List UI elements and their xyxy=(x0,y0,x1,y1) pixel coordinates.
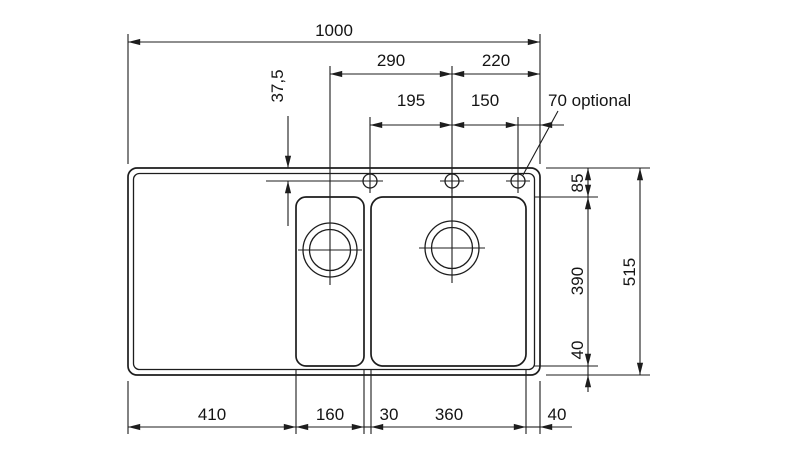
dim-195: 195 xyxy=(369,91,452,174)
dim-390-label: 390 xyxy=(568,267,587,295)
dim-160-label: 160 xyxy=(316,405,344,424)
dim-150-label: 150 xyxy=(471,91,499,110)
dim-85-label: 85 xyxy=(568,174,587,193)
dim-360-label: 360 xyxy=(435,405,463,424)
dim-40-bottom-label: 40 xyxy=(548,405,567,424)
dim-290: 290 xyxy=(330,51,452,78)
dim-70-optional-label: 70 optional xyxy=(548,91,631,110)
sink-outer-edge xyxy=(127,167,541,376)
dim-37-5-label: 37,5 xyxy=(268,69,287,102)
dim-410-label: 410 xyxy=(198,405,226,424)
dim-bottom: 410 160 30 360 40 xyxy=(127,370,572,434)
sink-rim xyxy=(132,172,536,371)
dim-overall-width-label: 1000 xyxy=(315,21,353,40)
sink-body xyxy=(127,167,541,376)
optional-hole-leader xyxy=(522,110,559,176)
dim-515-label: 515 xyxy=(620,258,639,286)
dim-70-optional: 70 optional xyxy=(518,91,631,176)
dim-37-5: 37,5 xyxy=(266,69,383,226)
dim-150: 150 xyxy=(452,91,519,174)
dim-overall-width: 1000 xyxy=(127,21,541,164)
dim-195-label: 195 xyxy=(397,91,425,110)
large-bowl xyxy=(370,196,527,367)
dim-220-label: 220 xyxy=(482,51,510,70)
dim-30-label: 30 xyxy=(380,405,399,424)
dimensions: 1000 290 220 195 150 70 optio xyxy=(127,21,650,434)
dim-40-right-label: 40 xyxy=(568,341,587,360)
dim-290-label: 290 xyxy=(377,51,405,70)
dim-right-side: 85 390 40 515 xyxy=(534,167,650,392)
dim-220: 220 xyxy=(452,51,540,78)
